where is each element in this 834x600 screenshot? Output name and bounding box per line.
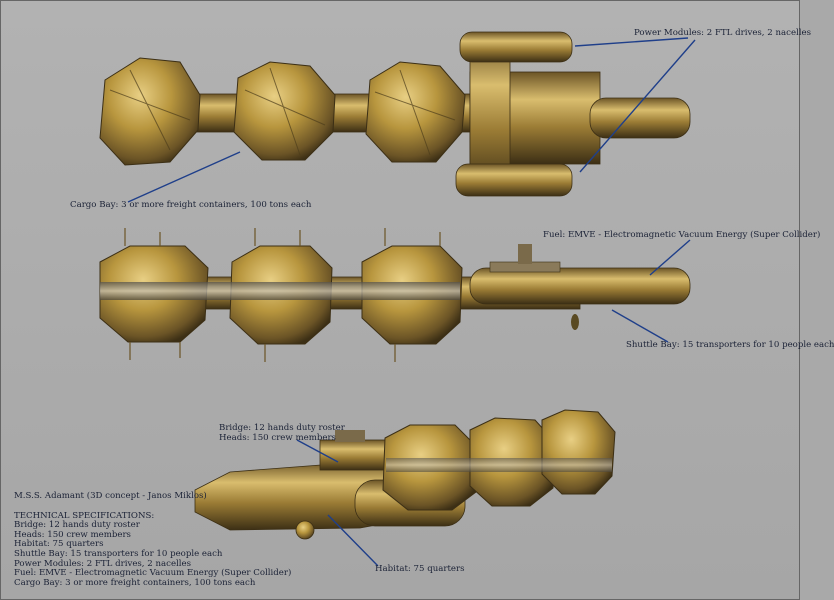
spec-line: Fuel: EMVE - Electromagnetic Vacuum Ener… [14,568,292,579]
spec-line: Shuttle Bay: 15 transporters for 10 peop… [14,548,223,559]
callout-lines [127,37,696,567]
specs-title: M.S.S. Adamant (3D concept - Janos Miklo… [14,491,207,501]
ship-perspective-view [194,409,616,540]
spec-line: Bridge: 12 hands duty roster [14,520,140,531]
technical-specifications: M.S.S. Adamant (3D concept - Janos Miklo… [14,491,292,588]
ship-top-view [99,31,691,197]
callout-cargo-bay: Cargo Bay: 3 or more freight containers,… [70,200,312,210]
callout-shuttle-bay: Shuttle Bay: 15 transporters for 10 peop… [626,340,834,350]
spec-line: Cargo Bay: 3 or more freight containers,… [14,577,256,588]
spec-line: Power Modules: 2 FTL drives, 2 nacelles [14,558,192,569]
spec-line: Habitat: 75 quarters [14,539,104,550]
callout-fuel: Fuel: EMVE - Electromagnetic Vacuum Ener… [543,230,821,240]
callout-bridge: Bridge: 12 hands duty roster [219,423,345,433]
specs-header: TECHNICAL SPECIFICATIONS: [14,510,155,521]
callout-power-modules: Power Modules: 2 FTL drives, 2 nacelles [634,28,812,38]
spec-line: Heads: 150 crew members [14,529,131,540]
ship-illustration [99,31,696,567]
callout-habitat: Habitat: 75 quarters [375,564,465,574]
callout-heads: Heads: 150 crew members [219,433,336,443]
ship-side-view [99,228,691,362]
